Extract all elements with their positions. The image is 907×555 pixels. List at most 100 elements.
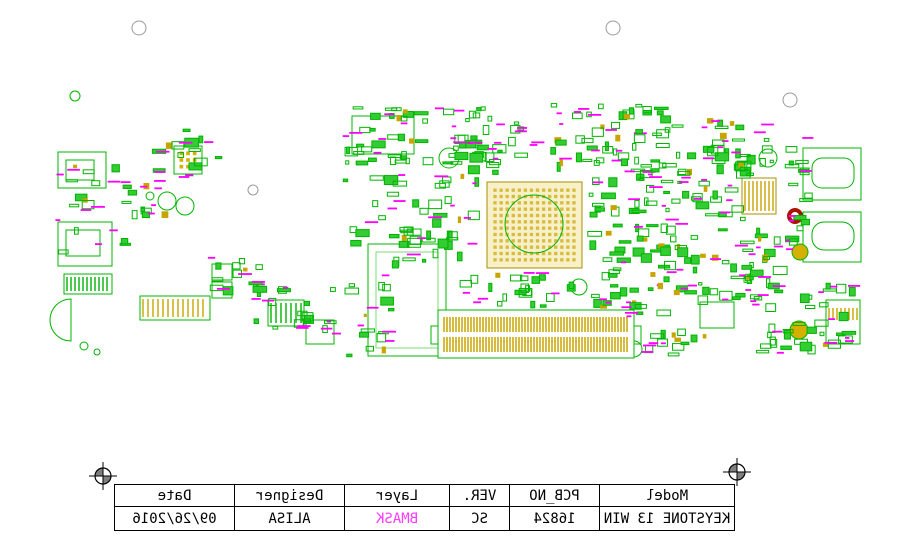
silkscreen-label <box>120 181 131 184</box>
smd-component <box>762 256 771 260</box>
smd-component <box>640 164 652 168</box>
gold-pad <box>495 272 501 278</box>
smd-component <box>635 129 643 134</box>
smd-component <box>804 192 813 199</box>
gold-pad <box>719 132 727 140</box>
bga-pad <box>554 207 558 211</box>
silkscreen-label <box>398 174 406 176</box>
smd-component <box>732 296 741 301</box>
smd-component <box>344 146 359 157</box>
bga-pad <box>529 258 534 262</box>
smd-component <box>252 285 268 293</box>
smd-component <box>632 142 637 151</box>
smd-component <box>644 197 649 206</box>
sodimm-latch <box>430 325 439 345</box>
silkscreen-label <box>788 219 795 222</box>
silkscreen-label <box>785 239 790 242</box>
bga-pad <box>493 201 497 205</box>
bga-pad <box>541 232 546 237</box>
title-block-table: Model PCB_NO VER. Layer Designer Date KE… <box>114 484 735 531</box>
smd-component <box>488 282 493 293</box>
smd-component <box>587 230 603 237</box>
smd-component <box>690 235 699 240</box>
smd-component <box>656 309 671 317</box>
smd-component <box>634 156 639 165</box>
silkscreen-label <box>463 217 472 219</box>
smd-component <box>660 223 668 234</box>
bga-pad <box>548 207 552 211</box>
smd-component <box>754 233 768 239</box>
smd-component <box>677 170 691 176</box>
smd-component <box>653 106 669 110</box>
smd-component <box>602 257 613 262</box>
silkscreen-label <box>473 301 482 304</box>
silkscreen-label <box>717 146 724 149</box>
smd-component <box>736 169 751 179</box>
smd-component <box>782 328 794 334</box>
silkscreen-label <box>185 174 194 177</box>
silkscreen-label <box>55 219 61 222</box>
smd-component <box>467 210 480 221</box>
component-clusters <box>55 103 861 358</box>
bga-pad <box>523 258 528 262</box>
hole-or-pad <box>79 341 89 351</box>
smd-component <box>422 118 428 124</box>
smd-component <box>421 258 427 263</box>
bga-pad <box>186 151 190 156</box>
smd-component <box>677 328 686 337</box>
smd-component <box>619 287 628 297</box>
smd-component <box>131 210 138 220</box>
gold-pad <box>396 115 402 122</box>
bga-pad <box>517 207 521 211</box>
field-designer-label: Designer <box>234 484 345 507</box>
smd-component <box>454 151 469 161</box>
smd-component <box>122 184 132 189</box>
smd-component <box>345 160 350 165</box>
bga-pad <box>511 226 515 230</box>
smd-component <box>838 335 853 344</box>
silkscreen-label <box>592 181 604 184</box>
smd-component <box>255 264 263 271</box>
smd-component <box>749 269 764 277</box>
bga-pad <box>548 258 552 262</box>
gold-pad <box>657 282 664 290</box>
silkscreen-label <box>559 123 564 125</box>
smd-component <box>646 224 659 228</box>
bga-pad <box>554 239 558 243</box>
bga-pad <box>572 245 576 249</box>
silkscreen-label <box>773 245 783 248</box>
silkscreen-label <box>366 306 379 309</box>
smd-component <box>365 345 375 352</box>
smd-component <box>556 161 561 172</box>
smd-component <box>476 107 482 112</box>
silkscreen-label <box>454 109 465 112</box>
component-outline <box>375 251 439 349</box>
gold-pad <box>460 173 465 179</box>
bga-pad <box>511 188 515 192</box>
bga-pad <box>566 213 570 218</box>
bga-pad <box>499 226 503 230</box>
bga-pad <box>517 213 521 218</box>
silkscreen-label <box>393 200 406 202</box>
smd-component <box>421 237 436 243</box>
bga-pad <box>192 151 197 156</box>
smd-component <box>788 160 794 166</box>
silkscreen-label <box>666 271 677 274</box>
smd-component <box>369 175 384 181</box>
silkscreen-label <box>154 180 166 182</box>
silkscreen-label <box>844 337 850 339</box>
bga-pad <box>541 220 546 224</box>
bga-pad <box>493 194 497 199</box>
bga-pad <box>572 226 576 230</box>
smd-component <box>805 304 816 310</box>
bga-pad <box>535 194 540 199</box>
bga-pad <box>572 258 576 262</box>
silkscreen-label <box>649 186 663 189</box>
smd-component <box>380 296 394 306</box>
silkscreen-label <box>467 242 478 245</box>
bga-pad <box>572 194 576 199</box>
silkscreen-label <box>531 141 545 144</box>
bga-pad <box>179 151 184 156</box>
smd-component <box>698 180 710 187</box>
